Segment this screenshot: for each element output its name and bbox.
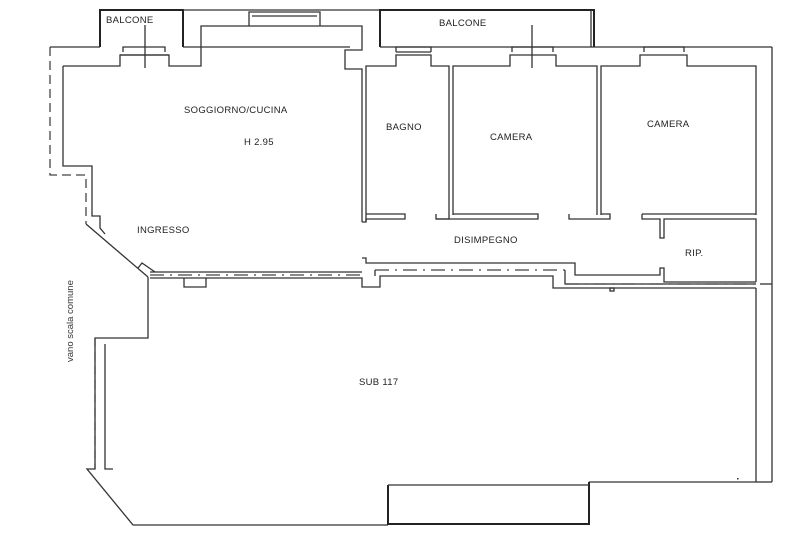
room-label-sub117: SUB 117 <box>359 377 399 388</box>
room-label-balcone-left: BALCONE <box>106 15 154 26</box>
room-label-balcone-right: BALCONE <box>439 18 487 29</box>
room-label-soggiorno: SOGGIORNO/CUCINA <box>184 105 288 116</box>
room-label-disimpegno: DISIMPEGNO <box>454 235 518 246</box>
sub117-walls <box>85 277 772 526</box>
room-label-camera-2: CAMERA <box>647 119 690 130</box>
corridor-walls <box>150 257 772 292</box>
room-label-bagno: BAGNO <box>386 122 422 133</box>
bedrooms-walls <box>362 46 773 482</box>
room-height-label: H 2.95 <box>244 137 274 148</box>
stairwell-label: vano scala comune <box>65 280 76 362</box>
soggiorno-walls <box>49 25 363 278</box>
room-label-rip: RIP. <box>685 248 704 259</box>
balcone-right-outline <box>379 9 595 68</box>
room-label-ingresso: INGRESSO <box>137 225 190 236</box>
room-label-camera-1: CAMERA <box>490 132 533 143</box>
top-outer-wall <box>183 9 380 26</box>
